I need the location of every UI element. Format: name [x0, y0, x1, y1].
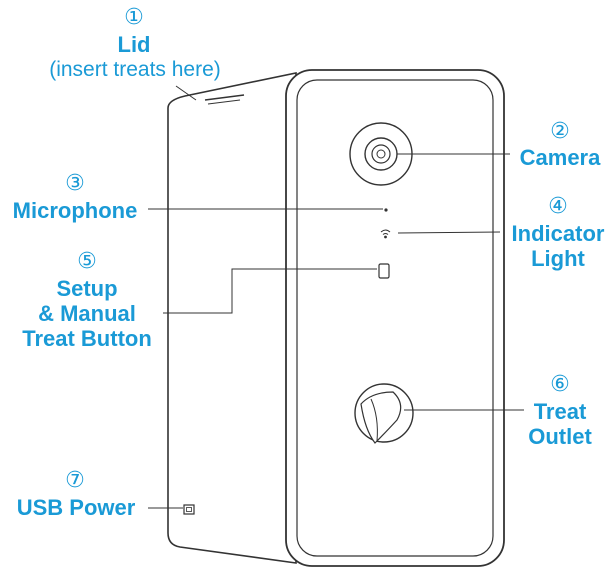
lid-slot-inner	[207, 99, 241, 105]
camera-lens-core	[376, 149, 386, 159]
callout-label-setup-line1: Setup	[56, 276, 118, 301]
callout-label-lid: Lid	[117, 32, 151, 57]
treat-outlet-flap	[360, 391, 402, 444]
callout-number-outlet: ⑥	[550, 372, 570, 397]
leader-lid	[175, 85, 197, 101]
callout-number-microphone: ③	[65, 171, 85, 196]
setup-button-shape	[378, 263, 390, 279]
lid-slot	[204, 94, 245, 101]
device-side-panel	[167, 72, 297, 564]
callout-label-setup-line2: & Manual	[38, 301, 136, 326]
wifi-indicator-icon	[380, 229, 391, 239]
leader-lines	[148, 85, 524, 509]
leader-indicator	[397, 231, 501, 234]
callout-number-usb: ⑦	[65, 468, 85, 493]
callout-number-indicator: ④	[548, 194, 568, 219]
treat-outlet-crease	[370, 398, 378, 442]
callout-label-setup-line3: Treat Button	[22, 326, 152, 351]
callout-label-outlet-line1: Treat	[533, 399, 587, 424]
callout-number-setup: ⑤	[77, 249, 97, 274]
microphone-hole	[384, 208, 388, 212]
callout-number-camera: ②	[550, 119, 570, 144]
callout-label-indicator-line2: Light	[531, 246, 585, 271]
callout-label-microphone: Microphone	[12, 198, 138, 223]
callout-label-usb: USB Power	[16, 495, 136, 520]
device-front-inner	[296, 79, 494, 557]
callout-note-lid: (insert treats here)	[49, 58, 221, 81]
callout-label-outlet-line2: Outlet	[528, 424, 592, 449]
callout-label-camera: Camera	[519, 145, 601, 170]
callout-number-lid: ①	[124, 5, 144, 30]
leader-setup	[163, 268, 377, 314]
callout-label-indicator-line1: Indicator	[511, 221, 605, 246]
